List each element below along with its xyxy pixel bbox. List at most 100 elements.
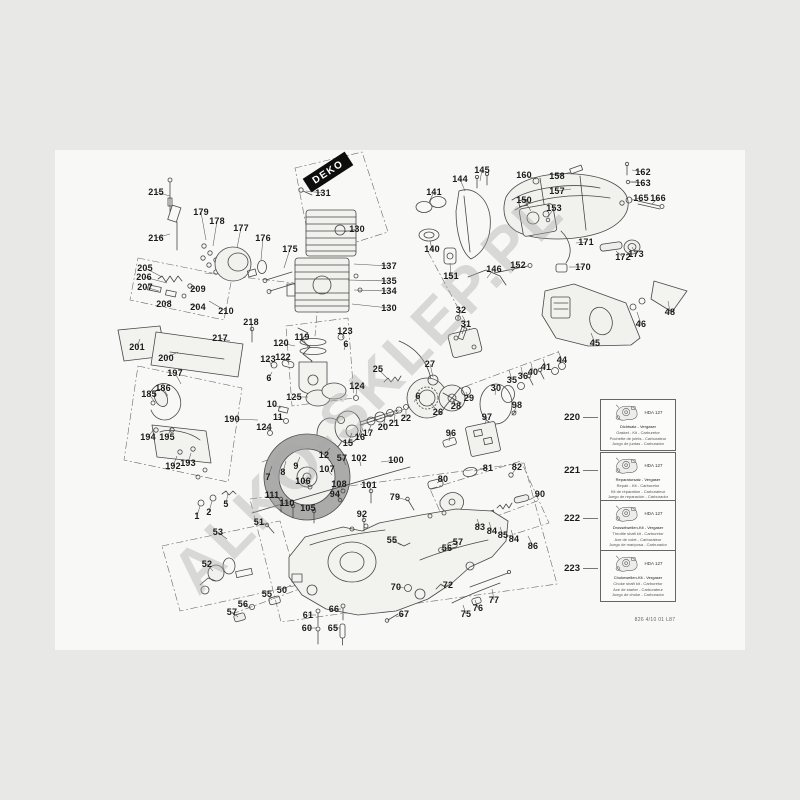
kit-description-line: Reparatursatz - Vergaser [615, 477, 661, 482]
part-label-17: 17 [362, 428, 374, 438]
part-label-11: 11 [273, 412, 283, 422]
part-label-105: 105 [300, 503, 316, 513]
part-label-101: 101 [361, 480, 377, 490]
carburetor-icon [616, 457, 638, 473]
part-label-140: 140 [424, 244, 440, 254]
part-label-1: 1 [194, 511, 200, 521]
part-label-52: 52 [201, 559, 213, 569]
part-label-218: 218 [243, 317, 259, 327]
oil-pump [199, 557, 253, 595]
part-label-141: 141 [426, 187, 442, 197]
part-label-193: 193 [180, 458, 196, 468]
part-label-67: 67 [398, 609, 410, 619]
part-label-66: 66 [328, 604, 340, 614]
part-label-107: 107 [319, 464, 335, 474]
part-label-40: 40 [527, 367, 539, 377]
kit-description-line: Axe de starter - Carburateur [613, 586, 663, 592]
part-label-21: 21 [388, 418, 400, 428]
part-label-106: 106 [295, 476, 311, 486]
part-label-123: 123 [260, 354, 276, 364]
part-label-123: 123 [337, 326, 353, 336]
kit-description-line: Chokewellen-Kit - Vergaser [613, 575, 663, 580]
kit-description-line: Axe de volet - Carburateur [614, 536, 662, 542]
part-label-22: 22 [400, 413, 412, 423]
part-label-76: 76 [472, 603, 484, 613]
part-label-125: 125 [286, 392, 302, 402]
part-label-130: 130 [349, 224, 365, 234]
part-label-178: 178 [209, 216, 225, 226]
kit-description-line: Drosselwellen-Kit - Vergaser [612, 525, 664, 530]
part-label-61: 61 [302, 610, 314, 620]
part-label-15: 15 [342, 438, 354, 448]
brake-lever-kit [439, 492, 530, 520]
part-label-120: 120 [273, 338, 289, 348]
part-label-94: 94 [329, 489, 341, 499]
part-label-81: 81 [482, 463, 494, 473]
kit-part-number: 221 [564, 465, 580, 476]
part-label-90: 90 [534, 489, 546, 499]
part-label-134: 134 [381, 286, 397, 296]
part-label-137: 137 [381, 261, 397, 271]
part-label-46: 46 [635, 319, 647, 329]
part-label-79: 79 [389, 492, 401, 502]
fuel-pickup-parts [167, 177, 182, 251]
crankcase [288, 508, 509, 616]
part-label-175: 175 [282, 244, 298, 254]
part-label-6: 6 [343, 339, 349, 349]
part-label-150: 150 [516, 195, 532, 205]
part-label-194: 194 [140, 432, 156, 442]
kit-description-line: Juego de juntas - Carburador [611, 441, 665, 447]
part-label-185: 185 [141, 389, 157, 399]
part-label-130: 130 [381, 303, 397, 313]
part-label-160: 160 [516, 170, 532, 180]
part-label-100: 100 [388, 455, 404, 465]
muffler [214, 246, 297, 294]
kit-description-line: Juego de reparación - Carburador [607, 494, 669, 500]
part-label-25: 25 [372, 364, 384, 374]
part-label-72: 72 [442, 580, 454, 590]
part-label-60: 60 [301, 623, 313, 633]
part-label-30: 30 [490, 383, 502, 393]
part-label-36: 36 [517, 371, 529, 381]
part-label-45: 45 [589, 338, 601, 348]
part-label-57: 57 [336, 453, 348, 463]
kit-model-code: HDA 127 [644, 463, 663, 468]
part-label-96: 96 [445, 428, 457, 438]
part-label-163: 163 [635, 178, 651, 188]
part-label-92: 92 [356, 509, 368, 519]
kit-description-line: Kit de réparation - Carburateur [610, 488, 666, 494]
part-label-119: 119 [294, 332, 310, 342]
kit-part-number: 220 [564, 412, 580, 423]
cylinder-spare [298, 187, 357, 257]
part-label-166: 166 [650, 193, 666, 203]
part-label-80: 80 [437, 474, 449, 484]
kit-model-code: HDA 127 [644, 511, 663, 516]
part-label-153: 153 [546, 203, 562, 213]
part-label-179: 179 [193, 207, 209, 217]
part-label-35: 35 [506, 375, 518, 385]
part-label-31: 31 [460, 319, 472, 329]
part-label-53: 53 [212, 527, 224, 537]
flywheel [197, 433, 351, 521]
part-label-102: 102 [351, 453, 367, 463]
part-label-204: 204 [190, 302, 206, 312]
part-label-56: 56 [441, 543, 453, 553]
kit-row: 222 HDA 127 Drosselwellen-Kit - Vergaser… [556, 500, 676, 553]
part-label-217: 217 [212, 333, 228, 343]
kit-part-number: 223 [564, 563, 580, 574]
part-label-10: 10 [266, 399, 278, 409]
piston-assembly [267, 333, 359, 436]
kit-description-line: Choke shaft kit - Carburetor [613, 580, 663, 586]
part-label-124: 124 [256, 422, 272, 432]
part-label-151: 151 [443, 271, 459, 281]
part-label-5: 5 [223, 499, 229, 509]
part-label-122: 122 [275, 352, 291, 362]
part-label-170: 170 [575, 262, 591, 272]
